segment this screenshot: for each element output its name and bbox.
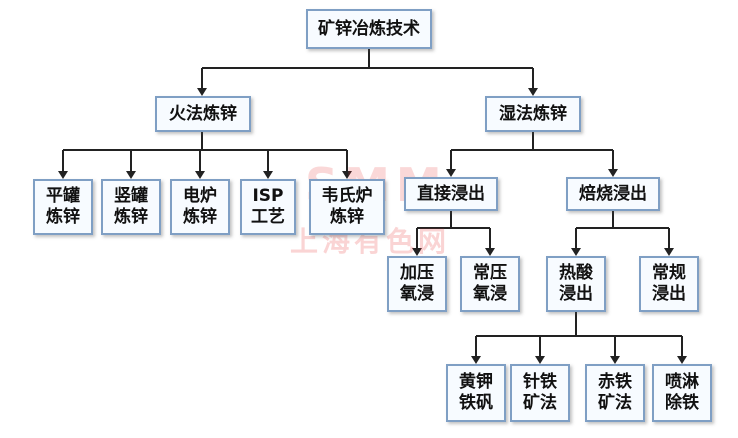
node-pyro-child-4: 韦氏炉 炼锌 bbox=[309, 179, 385, 235]
hydro-branch-arrow-1 bbox=[608, 169, 618, 177]
pyro-branch-arrow-1 bbox=[126, 171, 136, 179]
hot-acid-branch-arrow-1 bbox=[535, 356, 545, 364]
node-pyro: 火法炼锌 bbox=[155, 96, 251, 132]
pyro-branch-arrow-2 bbox=[195, 171, 205, 179]
roast-branch-arrow-1 bbox=[664, 248, 674, 256]
pyro-branch-arrow-4 bbox=[342, 171, 352, 179]
direct-branch-arrow-1 bbox=[485, 248, 495, 256]
node-pyro-child-2: 电炉 炼锌 bbox=[170, 179, 230, 235]
node-hot-acid-leach: 热酸 浸出 bbox=[546, 256, 606, 312]
node-conventional-leach: 常规 浸出 bbox=[639, 256, 699, 312]
node-pyro-child-0: 平罐 炼锌 bbox=[33, 179, 93, 235]
pyro-branch-arrow-3 bbox=[263, 171, 273, 179]
pyro-branch-arrow-0 bbox=[58, 171, 68, 179]
hot-acid-branch-arrow-3 bbox=[677, 356, 687, 364]
node-hot-acid-child-3: 喷淋 除铁 bbox=[652, 364, 712, 422]
node-direct-leach: 直接浸出 bbox=[404, 177, 498, 211]
roast-branch-arrow-0 bbox=[571, 248, 581, 256]
node-hot-acid-child-1: 针铁 矿法 bbox=[510, 364, 570, 422]
node-direct-child-0: 加压 氧浸 bbox=[387, 256, 447, 312]
node-direct-child-1: 常压 氧浸 bbox=[460, 256, 520, 312]
node-root: 矿锌冶炼技术 bbox=[306, 9, 432, 49]
node-hydro: 湿法炼锌 bbox=[485, 96, 581, 132]
root-branch-arrow-1 bbox=[528, 88, 538, 96]
hot-acid-branch-arrow-2 bbox=[610, 356, 620, 364]
root-branch-arrow-0 bbox=[197, 88, 207, 96]
hot-acid-branch-arrow-0 bbox=[471, 356, 481, 364]
direct-branch-arrow-0 bbox=[412, 248, 422, 256]
hydro-branch-arrow-0 bbox=[446, 169, 456, 177]
node-pyro-child-3: ISP 工艺 bbox=[240, 179, 296, 235]
node-roast-leach: 焙烧浸出 bbox=[566, 177, 660, 211]
node-pyro-child-1: 竖罐 炼锌 bbox=[101, 179, 161, 235]
node-hot-acid-child-2: 赤铁 矿法 bbox=[585, 364, 645, 422]
node-hot-acid-child-0: 黄钾 铁矾 bbox=[446, 364, 506, 422]
